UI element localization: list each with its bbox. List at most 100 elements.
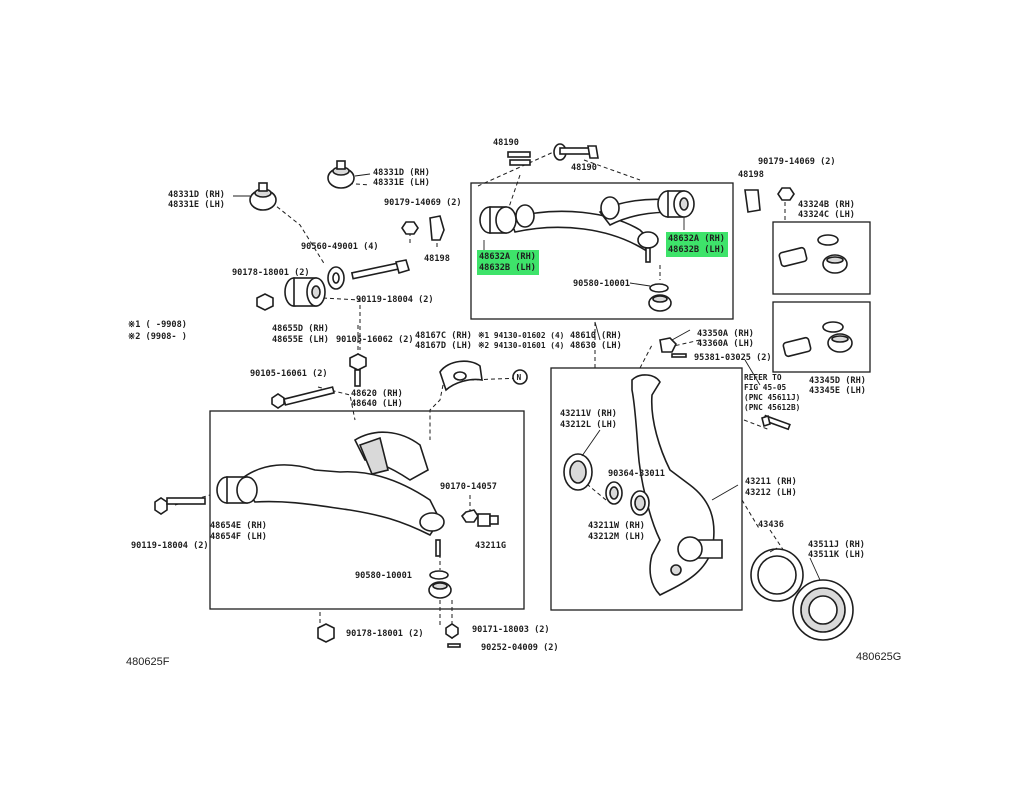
nut-90179-left bbox=[401, 221, 419, 235]
label-43212m: 43212M (LH) bbox=[588, 532, 645, 542]
bump-stopper-48198-right bbox=[744, 189, 761, 213]
label-94130-01602: ※1 94130-01602 (4) bbox=[478, 331, 564, 340]
label-90580-top: 90580-10001 bbox=[573, 279, 630, 289]
washer-stack-90560 bbox=[327, 266, 345, 290]
note-1: ※1 ( -9908) bbox=[128, 320, 187, 330]
group-frames bbox=[209, 182, 871, 611]
label-90178-bottom: 90178-18001 (2) bbox=[346, 629, 424, 639]
label-48654e: 48654E (RH) bbox=[210, 521, 267, 531]
label-90170: 90170-14057 bbox=[440, 482, 497, 492]
upper-arm-frame bbox=[470, 182, 734, 320]
label-43360a: 43360A (LH) bbox=[697, 339, 754, 349]
label-43324c: 43324C (LH) bbox=[798, 210, 855, 220]
label-48331d: 48331D (RH) bbox=[373, 168, 430, 178]
label-48610: 48610 (RH) bbox=[570, 331, 622, 341]
ball-joint-boot-left bbox=[249, 182, 277, 211]
label-90119-bottom: 90119-18004 (2) bbox=[131, 541, 209, 551]
label-48655e: 48655E (LH) bbox=[272, 335, 329, 345]
label-43212: 43212 (LH) bbox=[745, 488, 797, 498]
oil-seal-43211v bbox=[563, 453, 593, 491]
refer-line-2: FIG 45-05 bbox=[744, 383, 787, 392]
figure-code-left: 480625F bbox=[126, 656, 170, 668]
cotter-pin-90252 bbox=[447, 643, 461, 648]
bolt-90119-top bbox=[350, 259, 410, 280]
label-48190-top: 48190 bbox=[493, 138, 519, 148]
lower-arm-frame bbox=[209, 410, 525, 610]
label-43211w: 43211W (RH) bbox=[588, 521, 645, 531]
bump-stopper-left bbox=[429, 215, 445, 241]
label-90364: 90364-33011 bbox=[608, 469, 665, 479]
label-43211v: 43211V (RH) bbox=[560, 409, 617, 419]
steering-knuckle bbox=[631, 374, 723, 596]
label-48167d: 48167D (LH) bbox=[415, 341, 472, 351]
dust-seal-90580-bottom bbox=[428, 570, 452, 599]
bearing-90364 bbox=[630, 490, 650, 516]
label-48632a-right: 48632A (RH) bbox=[668, 234, 725, 244]
refer-line-4: (PNC 45612B) bbox=[744, 403, 800, 412]
n-marker-text: N bbox=[517, 373, 522, 382]
label-48331e-left: 48331E (LH) bbox=[168, 200, 225, 210]
label-48198-left: 48198 bbox=[424, 254, 450, 264]
label-48654f: 48654F (LH) bbox=[210, 532, 267, 542]
bushing-box-top bbox=[772, 221, 871, 295]
label-43211g: 43211G bbox=[475, 541, 506, 551]
camber-bolt-48190 bbox=[553, 143, 599, 161]
label-48331d-left: 48331D (RH) bbox=[168, 190, 225, 200]
n-marker: N bbox=[512, 369, 528, 385]
bolt-90119-bottom bbox=[154, 497, 206, 515]
label-43211: 43211 (RH) bbox=[745, 477, 797, 487]
oil-seal-43211w bbox=[605, 481, 623, 505]
nut-90178-top bbox=[256, 293, 274, 311]
label-90119-top: 90119-18004 (2) bbox=[356, 295, 434, 305]
label-43324b: 43324B (RH) bbox=[798, 200, 855, 210]
label-90105-16062: 90105-16062 (2) bbox=[336, 335, 414, 345]
bushing-kit-43324 bbox=[778, 234, 848, 274]
note-2: ※2 (9908- ) bbox=[128, 332, 187, 342]
label-43212l: 43212L (LH) bbox=[560, 420, 617, 430]
bracket-48167 bbox=[439, 360, 483, 392]
bolt-refer-45-05 bbox=[761, 414, 791, 431]
stopper-43211g bbox=[477, 513, 499, 527]
label-48655d: 48655D (RH) bbox=[272, 324, 329, 334]
nut-90178-bottom bbox=[317, 623, 335, 643]
label-43345d: 43345D (RH) bbox=[809, 376, 866, 386]
gasket-43436 bbox=[750, 548, 804, 602]
upper-arm-assembly bbox=[479, 190, 695, 263]
label-90178-top: 90178-18001 (2) bbox=[232, 268, 310, 278]
refer-line-1: REFER TO bbox=[744, 373, 782, 382]
label-43511j: 43511J (RH) bbox=[808, 540, 865, 550]
label-48620: 48620 (RH) bbox=[351, 389, 403, 399]
label-48632b-left: 48632B (LH) bbox=[479, 263, 536, 273]
bolt-90105-16061 bbox=[271, 386, 335, 409]
label-90179-mid: 90179-14069 (2) bbox=[384, 198, 462, 208]
nut-90171 bbox=[445, 623, 459, 639]
bushing-48655 bbox=[284, 277, 326, 307]
lower-arm-assembly bbox=[216, 431, 445, 557]
solid-leaders bbox=[233, 173, 821, 581]
label-90179-top: 90179-14069 (2) bbox=[758, 157, 836, 167]
refer-line-3: (PNC 45611J) bbox=[744, 393, 800, 402]
label-95381: 95381-03025 (2) bbox=[694, 353, 772, 363]
label-48167c: 48167C (RH) bbox=[415, 331, 472, 341]
label-48198-right: 48198 bbox=[738, 170, 764, 180]
label-90252: 90252-04009 (2) bbox=[481, 643, 559, 653]
ball-joint-boot-top bbox=[327, 160, 355, 189]
label-48630: 48630 (LH) bbox=[570, 341, 622, 351]
label-48640: 48640 (LH) bbox=[351, 399, 403, 409]
label-43511k: 43511K (LH) bbox=[808, 550, 865, 560]
label-90580-bottom: 90580-10001 bbox=[355, 571, 412, 581]
label-90171: 90171-18003 (2) bbox=[472, 625, 550, 635]
knuckle-frame bbox=[550, 367, 743, 611]
bolt-90105-16062 bbox=[349, 353, 367, 387]
label-48632b-right: 48632B (LH) bbox=[668, 245, 725, 255]
bushing-kit-43345 bbox=[782, 321, 853, 358]
label-48632a-left: 48632A (RH) bbox=[479, 252, 536, 262]
label-90105-16061: 90105-16061 (2) bbox=[250, 369, 328, 379]
nut-90179-right bbox=[777, 187, 795, 201]
label-43345e: 43345E (LH) bbox=[809, 386, 866, 396]
castle-nut-43350 bbox=[659, 337, 687, 358]
nut-90170 bbox=[460, 509, 479, 523]
label-43436: 43436 bbox=[758, 520, 784, 530]
